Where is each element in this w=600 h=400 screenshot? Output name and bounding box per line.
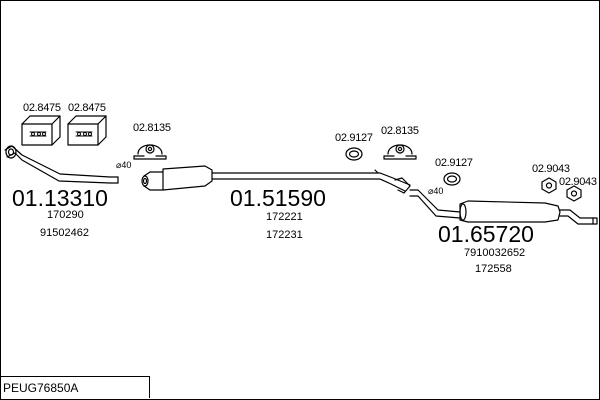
oe-reference: 170290: [47, 209, 84, 221]
oe-reference: 7910032652: [464, 247, 525, 259]
front-pipe: [4, 145, 119, 184]
middle-pipe: [141, 165, 411, 194]
middle-silencer: [162, 165, 213, 191]
rubber-mount-icon: [541, 177, 557, 194]
part-code-front: 01.13310: [12, 185, 108, 211]
rear-pipe: [409, 189, 598, 225]
part-code-middle: 01.51590: [230, 185, 326, 211]
oe-reference: 172231: [266, 229, 303, 241]
diagram-reference: PEUG76850A: [0, 376, 150, 398]
accessory-code: 02.9127: [435, 157, 473, 169]
accessory-code: 02.8475: [23, 102, 61, 114]
accessory-code: 02.8475: [68, 102, 106, 114]
oe-reference: 172558: [475, 263, 512, 275]
accessory-code: 02.9127: [335, 132, 373, 144]
pipe-clamp-icon: [133, 144, 167, 160]
oe-reference: 172221: [266, 211, 303, 223]
sealing-ring-icon: [443, 172, 461, 186]
accessory-code: 02.9043: [559, 176, 597, 188]
sealing-ring-icon: [345, 147, 363, 161]
pipe-clamp-icon: [383, 144, 417, 160]
accessory-code: 02.8135: [381, 125, 419, 137]
accessory-code: 02.8135: [133, 122, 171, 134]
accessory-code: 02.9043: [532, 163, 570, 175]
fitting-kit-box-icon: [21, 115, 61, 146]
fitting-kit-box-icon: [67, 115, 107, 146]
part-code-rear: 01.65720: [438, 221, 534, 247]
diameter-label: ⌀40: [116, 160, 131, 170]
rear-silencer: [459, 200, 561, 223]
diameter-label: ⌀40: [428, 186, 443, 196]
oe-reference: 91502462: [40, 227, 89, 239]
rubber-mount-icon: [566, 185, 582, 202]
